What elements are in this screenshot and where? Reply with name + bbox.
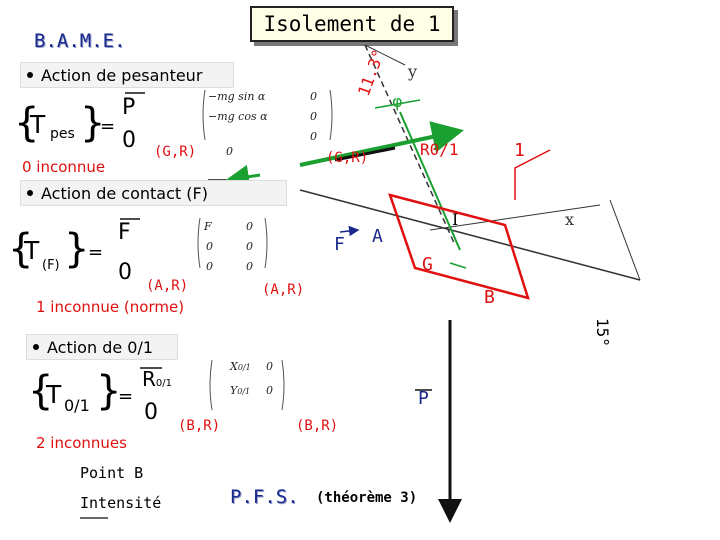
matrix-contact-d: 0	[246, 240, 253, 253]
equals-liaison: =	[118, 386, 134, 407]
equals-contact: =	[88, 242, 104, 263]
brace-pes-close: }	[80, 100, 106, 146]
bullet-dot-icon	[27, 190, 33, 196]
matrix-pes-e: 0	[226, 145, 233, 158]
brace-liaison-close: }	[96, 368, 122, 414]
matrix-contact-c: 0	[206, 240, 213, 253]
brace-liaison-open: {	[28, 368, 54, 414]
torseur-contact-sub: (F)	[42, 258, 60, 273]
torseur-contact-symbol: T	[24, 236, 40, 265]
pfs-label: P.F.S.	[230, 486, 299, 508]
point-pes-label: (G,R)	[154, 144, 197, 160]
label-b: B	[484, 287, 495, 308]
r01-arrow	[299, 121, 464, 167]
y-axis-tick	[364, 44, 406, 66]
brace-contact-close: }	[64, 226, 90, 272]
label-phi: φ	[392, 92, 403, 111]
bullet-dot-icon	[33, 344, 39, 350]
vec-moment-liaison: 0	[144, 400, 158, 425]
theorem-label: (théorème 3)	[316, 490, 418, 506]
matrix-contact-a: F	[204, 220, 212, 233]
bullet-pesanteur: Action de pesanteur	[20, 62, 234, 88]
bracket-pes-left	[202, 89, 206, 141]
matrix-pes-f: 0	[310, 130, 317, 143]
torseur-liaison-symbol: T	[46, 380, 62, 409]
matrix-liaison-c: 0	[266, 360, 273, 373]
equals-pes: =	[100, 116, 116, 137]
torseur-pes-symbol: T	[30, 110, 46, 139]
label-p: P	[418, 388, 429, 409]
x-axis-line	[429, 204, 601, 231]
unknowns-liaison: 2 inconnues	[36, 434, 127, 452]
bullet-liaison: Action de 0/1	[26, 334, 178, 360]
vec-moment-pes: 0	[122, 128, 136, 153]
matrix-liaison-a: X0/1	[230, 360, 251, 373]
label-a: A	[372, 226, 383, 247]
matrix-pes-a: −mg sin α	[208, 90, 266, 103]
label-solid-1: 1	[514, 140, 525, 161]
matrix-pes-b: 0	[310, 90, 317, 103]
point-contact-label: (A,R)	[146, 278, 189, 294]
r01-segment	[334, 146, 396, 162]
angle-2-label: 15°	[593, 318, 612, 347]
point-liaison-label: (B,R)	[178, 418, 221, 434]
solid-1-block	[388, 193, 530, 300]
y-axis-dashed	[364, 44, 456, 246]
bracket-contact-left	[197, 217, 201, 269]
point-note-intensite: Intensité	[80, 494, 162, 512]
point-pes-fig: (G,R)	[326, 150, 369, 166]
bracket-pes-right	[329, 89, 333, 141]
bullet-contact: Action de contact (F)	[20, 180, 287, 206]
brace-pes-open: {	[14, 100, 40, 146]
inclined-plane-line	[299, 189, 641, 281]
angle-marker-line	[374, 99, 421, 109]
vec-r-label: R0/1	[142, 367, 172, 391]
matrix-liaison-b: Y0/1	[230, 384, 251, 397]
vec-moment-contact: 0	[118, 260, 132, 285]
matrix-contact-f: 0	[246, 260, 253, 273]
unknowns-contact: 1 inconnue (norme)	[36, 298, 185, 316]
vec-bar-f-fig	[339, 225, 360, 237]
unknowns-pes: 0 inconnue	[22, 158, 106, 176]
contact-direction-line	[399, 111, 461, 251]
g-marker	[449, 262, 467, 269]
matrix-liaison-d: 0	[266, 384, 273, 397]
matrix-contact-b: 0	[246, 220, 253, 233]
label-x: x	[565, 210, 575, 229]
matrix-pes-d: 0	[310, 110, 317, 123]
vec-f-label: F	[118, 220, 131, 245]
label-y: y	[408, 62, 418, 81]
point-note-b: Point B	[80, 464, 144, 482]
bracket-contact-right	[264, 217, 268, 269]
brace-contact-open: {	[8, 226, 34, 272]
page-title: Isolement de 1	[250, 6, 454, 42]
bracket-liaison-left	[209, 359, 213, 411]
point-contact-fig: (A,R)	[262, 282, 305, 298]
vec-p-label: P	[122, 95, 136, 120]
bracket-liaison-right	[281, 359, 285, 411]
solid-1-leader	[514, 149, 551, 200]
torseur-liaison-sub: 0/1	[64, 396, 90, 415]
label-i: I	[452, 210, 459, 229]
label-g: G	[422, 254, 433, 275]
bullet-dot-icon	[27, 72, 33, 78]
bame-label: B.A.M.E.	[34, 30, 126, 52]
f-vector-arrow	[225, 164, 261, 189]
point-liaison-fig: (B,R)	[296, 418, 339, 434]
matrix-pes-c: −mg cos α	[208, 110, 268, 123]
matrix-contact-e: 0	[206, 260, 213, 273]
slope-side-line	[609, 199, 641, 281]
label-f: F	[334, 234, 345, 255]
torseur-pes-sub: pes	[50, 126, 75, 142]
label-r01: R0/1	[420, 140, 459, 159]
